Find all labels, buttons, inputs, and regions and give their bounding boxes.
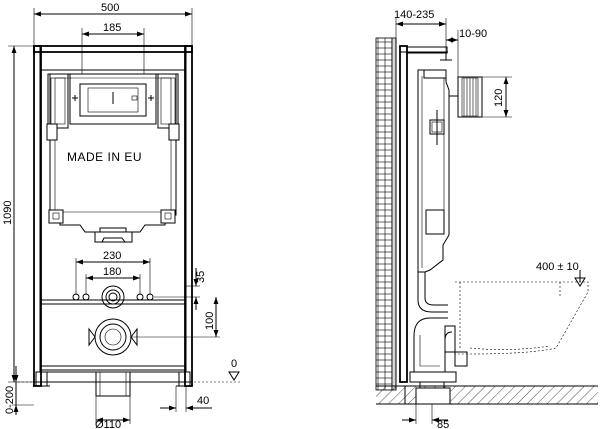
side-view: 140-235 10-90 120 400 ± 10 85	[376, 9, 598, 429]
dim-total-height: 1090	[2, 201, 14, 225]
dim-stud-offset: 35	[195, 271, 207, 283]
dim-stud-inner: 180	[103, 266, 121, 278]
frame-side	[400, 46, 467, 396]
drain-connection	[73, 286, 153, 396]
dim-floor-zero: 0	[231, 358, 237, 370]
dim-leg-offset: 40	[197, 395, 209, 407]
front-dimensions: 500 185 1090 230 180 35	[2, 2, 239, 429]
made-in-label: MADE IN EU	[67, 150, 142, 164]
dim-drain-offset: 100	[204, 312, 216, 330]
flush-plate	[449, 77, 482, 117]
dim-pipe-diameter: Ø110	[95, 419, 121, 429]
toilet-pan	[455, 282, 588, 354]
dim-adjust-range: 0-200	[4, 386, 16, 414]
tiled-wall	[376, 38, 396, 390]
floor-side	[376, 386, 598, 404]
dim-pipe-setback: 85	[437, 419, 449, 429]
dim-plate-height: 120	[493, 89, 505, 107]
dim-plate-depth: 10-90	[459, 28, 487, 40]
dim-top-spacing: 185	[103, 22, 121, 34]
dim-pan-height: 400 ± 10	[536, 261, 579, 273]
dim-depth-range: 140-235	[394, 9, 434, 21]
front-view: MADE IN EU	[2, 2, 240, 429]
dim-total-width: 500	[101, 2, 119, 14]
dim-stud-outer: 230	[103, 250, 121, 262]
